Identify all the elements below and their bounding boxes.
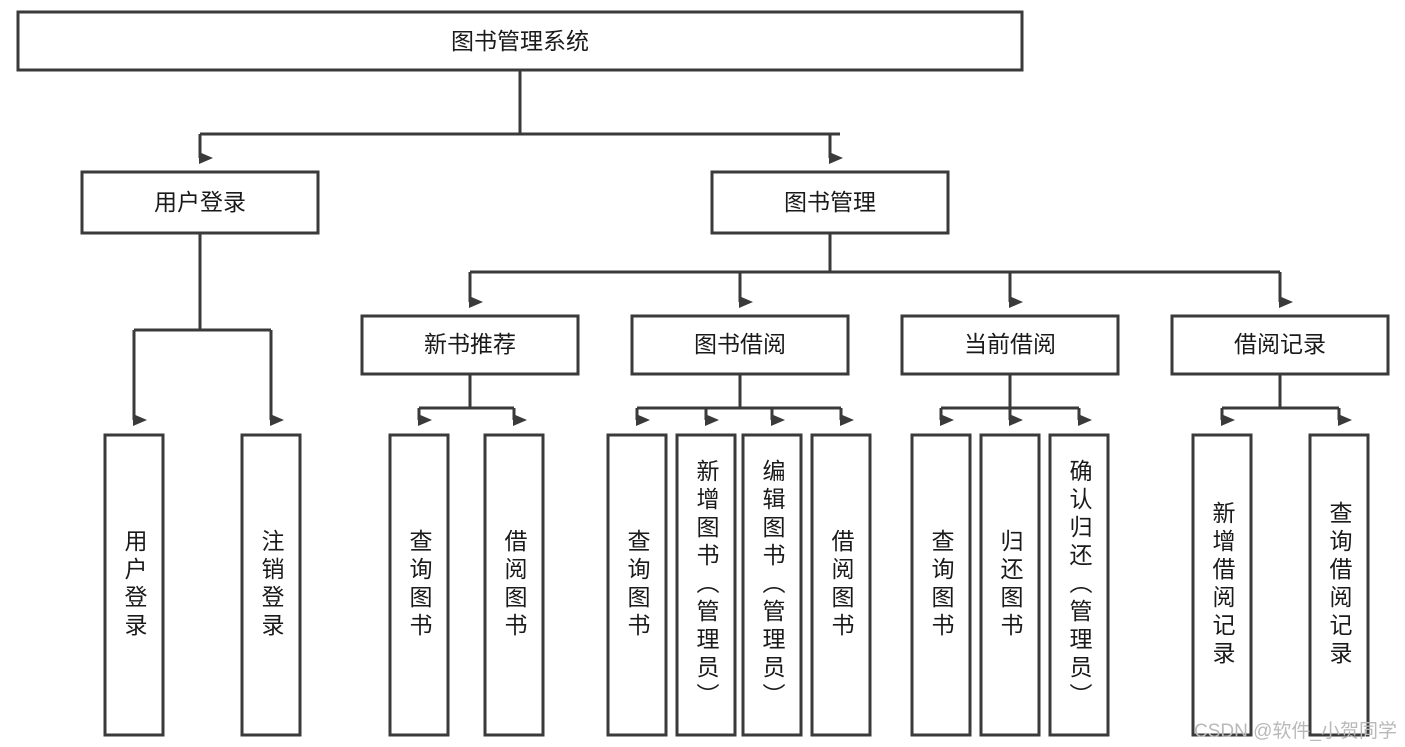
node-label: 归还图书	[997, 529, 1024, 641]
node-new-book-recommend[interactable]: 新书推荐	[360, 314, 580, 376]
node-user-login[interactable]: 用户登录	[80, 170, 320, 235]
connector-group-root	[198, 70, 843, 164]
node-label: 当前借阅	[964, 331, 1056, 357]
node-leaf-borrow-add-book[interactable]: 新增图书（管理员）	[675, 433, 737, 737]
node-leaf-borrow-borrow-book[interactable]: 借阅图书	[810, 433, 872, 737]
connector-group-new-book-recommend	[417, 374, 527, 426]
node-label: 借阅图书	[501, 529, 528, 641]
node-leaf-record-add-record[interactable]: 新增借阅记录	[1191, 433, 1253, 737]
node-leaf-recommend-borrow-book[interactable]: 借阅图书	[483, 433, 545, 737]
node-leaf-record-query-record[interactable]: 查询借阅记录	[1308, 433, 1370, 737]
csdn-watermark: CSDN @软件_小贺同学	[1194, 721, 1397, 742]
connector-group-current-borrow	[939, 374, 1092, 426]
node-borrow-record[interactable]: 借阅记录	[1170, 314, 1390, 376]
node-label: 确认归还（管理员）	[1066, 459, 1093, 711]
node-label: 新增图书（管理员）	[693, 459, 720, 711]
node-leaf-user-login-logout[interactable]: 注销登录	[240, 433, 302, 737]
node-label: 新书推荐	[424, 331, 516, 357]
connector-group-user-login	[132, 233, 284, 426]
node-label: 用户登录	[121, 529, 148, 641]
node-label: 新增借阅记录	[1209, 501, 1236, 669]
node-current-borrow[interactable]: 当前借阅	[900, 314, 1120, 376]
connector-group-book-borrow	[635, 374, 854, 426]
connector-group-book-management	[468, 233, 1293, 308]
node-label: 借阅记录	[1234, 331, 1326, 357]
node-root-system[interactable]: 图书管理系统	[16, 10, 1024, 72]
node-label: 查询图书	[406, 529, 433, 641]
node-leaf-borrow-edit-book[interactable]: 编辑图书（管理员）	[741, 433, 803, 737]
node-label: 用户登录	[154, 189, 246, 215]
node-label: 注销登录	[258, 529, 285, 641]
node-label: 借阅图书	[828, 529, 855, 641]
node-leaf-user-login-login[interactable]: 用户登录	[103, 433, 165, 737]
node-leaf-current-confirm-return[interactable]: 确认归还（管理员）	[1048, 433, 1110, 737]
node-label: 图书管理系统	[451, 28, 589, 54]
connector-group-borrow-record	[1220, 374, 1352, 426]
node-label: 查询借阅记录	[1326, 501, 1353, 669]
node-leaf-recommend-query-book[interactable]: 查询图书	[388, 433, 450, 737]
node-leaf-borrow-query-book[interactable]: 查询图书	[606, 433, 668, 737]
node-label: 图书借阅	[694, 331, 786, 357]
node-label: 图书管理	[784, 189, 876, 215]
node-book-borrow[interactable]: 图书借阅	[630, 314, 850, 376]
node-label: 编辑图书（管理员）	[759, 459, 786, 711]
node-label: 查询图书	[624, 529, 651, 641]
node-leaf-current-query-book[interactable]: 查询图书	[910, 433, 972, 737]
node-label: 查询图书	[928, 529, 955, 641]
node-book-management[interactable]: 图书管理	[710, 170, 950, 235]
node-leaf-current-return-book[interactable]: 归还图书	[979, 433, 1041, 737]
